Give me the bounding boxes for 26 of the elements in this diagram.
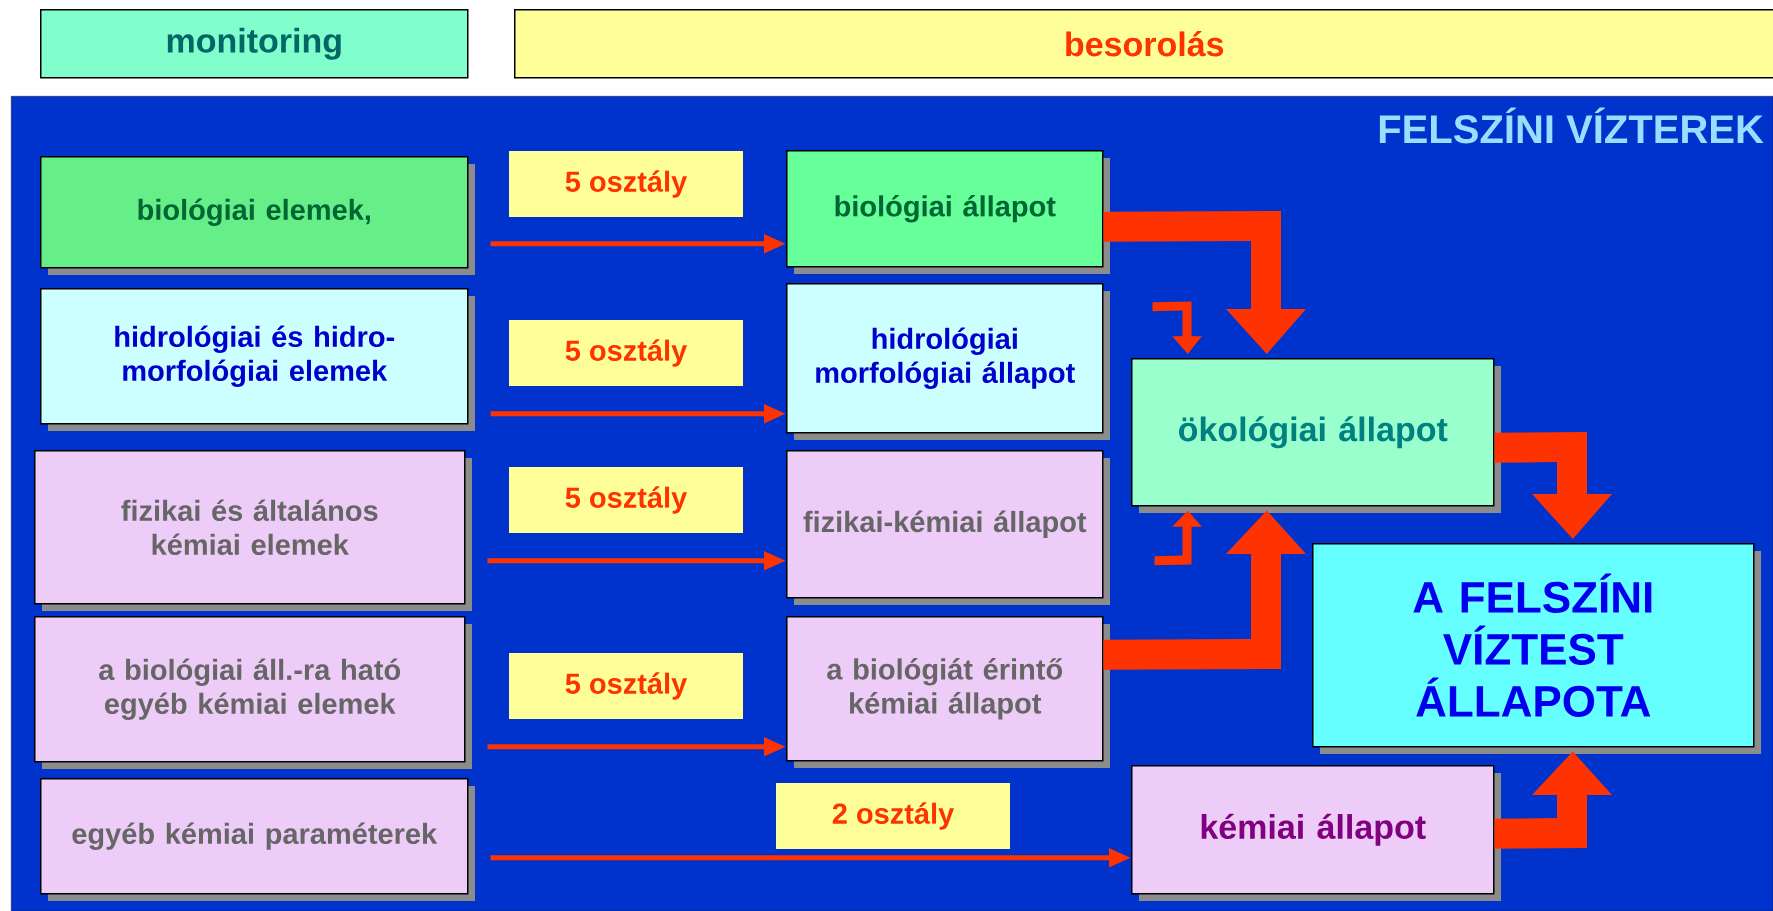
status-box: a biológiát érintő kémiai állapot (786, 616, 1110, 768)
arrow (1103, 510, 1306, 670)
edge-label: 5 osztály (509, 151, 743, 217)
status-box: hidrológiai morfológiai állapot (786, 283, 1110, 440)
edge-label: 5 osztály (509, 653, 743, 719)
element-box: biológiai elemek, (40, 156, 475, 275)
header-box: monitoring (40, 9, 469, 79)
status-box: ökológiai állapot (1131, 358, 1501, 513)
arrow (1494, 432, 1612, 539)
arrow (1154, 510, 1202, 566)
result-box: A FELSZÍNI VÍZTEST ÁLLAPOTA (1312, 543, 1761, 754)
status-box: fizikai-kémiai állapot (786, 450, 1110, 605)
edge-label: 2 osztály (776, 783, 1010, 849)
element-box: egyéb kémiai paraméterek (40, 778, 475, 901)
element-box: hidrológiai és hidro-morfológiai elemek (40, 288, 475, 431)
edge-label: 5 osztály (509, 467, 743, 533)
header-box: besorolás (514, 9, 1773, 79)
panel-title: FELSZÍNI VÍZTEREK (1379, 107, 1764, 144)
status-box: biológiai állapot (786, 150, 1110, 274)
status-box: kémiai állapot (1131, 765, 1501, 901)
arrow (1152, 301, 1202, 354)
edge-label: 5 osztály (509, 320, 743, 386)
arrow (1494, 751, 1612, 849)
element-box: fizikai és általános kémiai elemek (34, 450, 472, 611)
element-box: a biológiai áll.-ra ható egyéb kémiai elemek (34, 616, 472, 769)
arrow (1103, 211, 1306, 354)
